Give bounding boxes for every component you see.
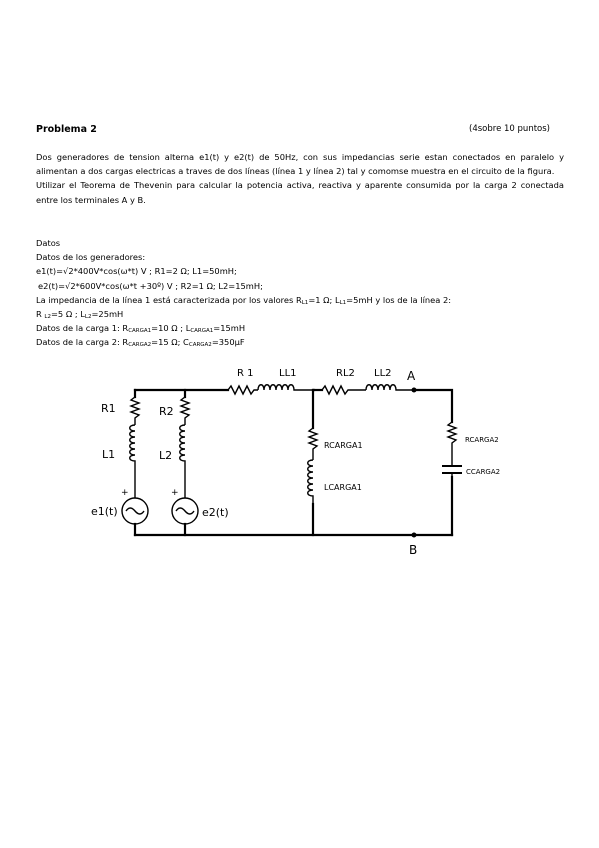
data-section: Datos Datos de los generadores: e1(t)=√2… [36,236,566,350]
ll1-inductor [257,384,313,391]
problem-statement: Dos generadores de tension alterna e1(t)… [36,150,564,207]
rcarga2-resistor [446,421,458,462]
rl2-resistor [321,384,366,396]
node-a-terminal [411,387,417,393]
label-lcarga1: LCARGA1 [324,483,362,492]
e1-sine [125,507,145,515]
ll2-inductor [365,384,414,391]
r2-resistor [179,396,191,425]
label-node-a: A [407,369,416,383]
problem-points: (4sobre 10 puntos) [469,124,550,134]
rcarga1-resistor [307,427,319,460]
e2-sine [175,507,195,515]
wire-to-a [412,388,454,424]
label-e1: e1(t) [91,505,118,518]
circuit-diagram: R1 L1 R2 L2 + + e1(t) e2(t) R 1 LL1 RL2 … [91,368,500,557]
e1-source [121,497,149,525]
statement-paragraph-1: Dos generadores de tension alterna e1(t)… [36,152,564,177]
generators-heading: Datos de los generadores: [36,252,146,263]
label-node-b: B [409,543,417,557]
label-plus-1: + [121,488,129,498]
problem-header: Problema 2 (4sobre 10 puntos) [36,124,556,138]
label-plus-2: + [171,488,179,498]
label-rcarga2: RCARGA2 [465,436,499,444]
generator-1-data: e1(t)=√2*400V*cos(ω*t) V ; R1=2 Ω; L1=50… [36,266,237,277]
label-ll1: LL1 [279,368,297,379]
r1-resistor [129,396,141,425]
label-r2: R2 [159,405,174,418]
label-l2: L2 [159,449,172,462]
label-e2: e2(t) [202,506,229,519]
rl1-resistor [227,384,258,396]
data-heading: Datos [36,238,61,248]
lcarga1-inductor [307,459,314,504]
label-rl1: R 1 [237,368,254,379]
problem-title: Problema 2 [36,124,97,135]
l2-inductor [179,424,186,498]
label-ccarga2: CCARGA2 [466,468,500,476]
l1-inductor [129,424,136,498]
label-l1: L1 [102,448,115,461]
generator-2-data: e2(t)=√2*600V*cos(ω*t +30º) V ; R2=1 Ω; … [38,280,263,291]
label-rcarga1: RCARGA1 [324,441,363,450]
load-1-data: Datos de la carga 1: RCARGA1=10 Ω ; LCAR… [36,323,246,335]
load-2-data: Datos de la carga 2: RCARGA2=15 Ω; CCARG… [36,337,245,349]
line-2-data: R L2=5 Ω ; LL2=25mH [36,309,124,321]
line-1-data: La impedancia de la línea 1 está caracte… [36,294,452,306]
statement-paragraph-2: Utilizar el Teorema de Thevenin para cal… [36,180,564,205]
label-rl2: RL2 [336,368,355,379]
e2-source [171,497,199,525]
label-ll2: LL2 [374,368,392,379]
node-b-terminal [411,532,417,538]
label-r1: R1 [101,402,116,415]
